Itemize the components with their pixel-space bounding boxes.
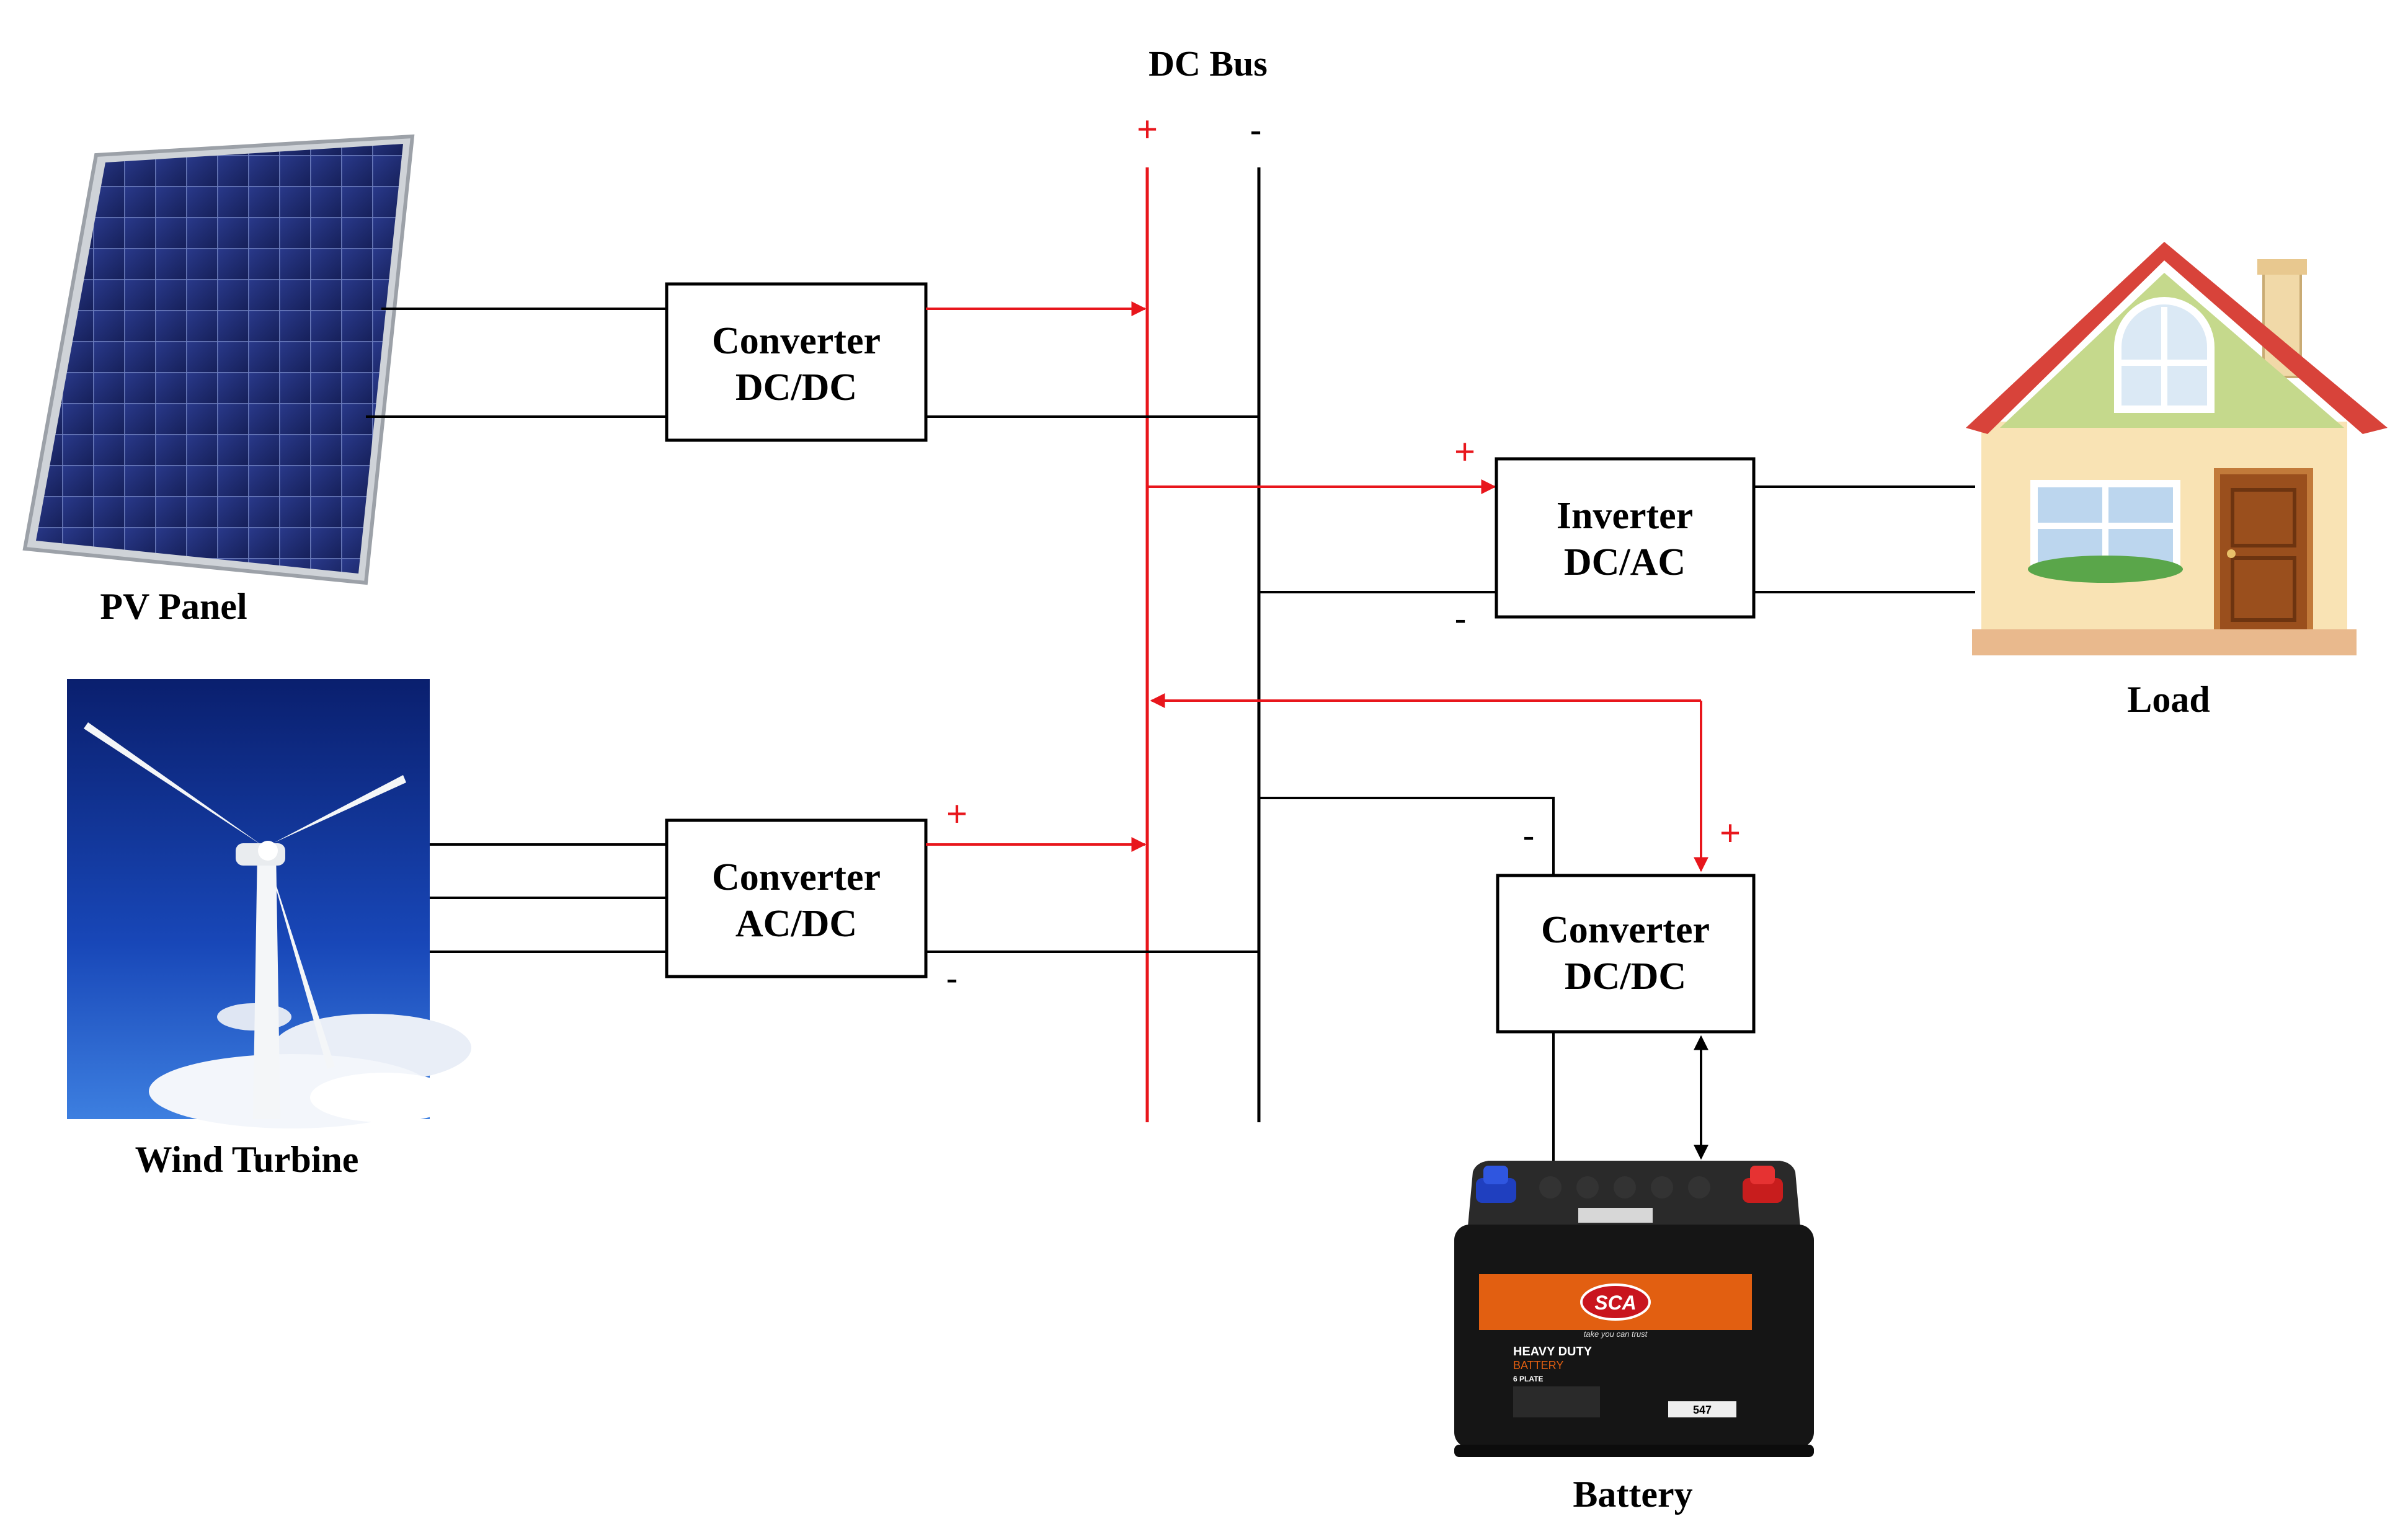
pv-converter-line1: Converter [712, 320, 881, 362]
wind-turbine-icon [67, 679, 471, 1128]
pv-converter-box [665, 282, 928, 442]
battery-converter-negative-wire [1259, 797, 1555, 875]
wind-minus-mark: - [946, 959, 957, 999]
inverter-line2: DC/AC [1564, 541, 1686, 583]
wind-converter-line2: AC/DC [735, 903, 857, 945]
pv-panel-label: PV Panel [100, 586, 247, 627]
solar-panel-icon [22, 134, 415, 585]
house-icon [1966, 242, 2388, 655]
inverter-minus-mark: - [1454, 599, 1466, 639]
battery-tagline: take you can trust [1584, 1329, 1648, 1339]
bus-minus-mark: - [1250, 110, 1261, 151]
battery-icon: SCA take you can trust HEAVY DUTY BATTER… [1454, 1161, 1814, 1457]
battery-type-line1: HEAVY DUTY [1513, 1345, 1593, 1358]
battery-type-line2: BATTERY [1513, 1359, 1563, 1372]
bus-plus-mark: + [1137, 109, 1158, 149]
battery-converter-line2: DC/DC [1565, 955, 1686, 998]
wind-turbine-label: Wind Turbine [135, 1139, 359, 1180]
battery-label: Battery [1573, 1474, 1692, 1515]
inverter-plus-mark: + [1454, 432, 1475, 472]
battery-plus-mark: + [1720, 813, 1741, 853]
battery-converter-line1: Converter [1541, 909, 1710, 951]
pv-converter-line2: DC/DC [735, 366, 857, 409]
inverter-line1: Inverter [1557, 495, 1693, 537]
battery-minus-mark: - [1522, 816, 1534, 856]
battery-model: 547 [1693, 1404, 1712, 1416]
battery-converter-box [1496, 874, 1756, 1034]
battery-brand: SCA [1594, 1292, 1637, 1314]
wind-converter-line1: Converter [712, 856, 881, 898]
wind-converter-box [665, 818, 928, 978]
inverter-box [1495, 457, 1756, 619]
dc-bus-title: DC Bus [1148, 43, 1268, 84]
battery-plate: 6 PLATE [1513, 1375, 1543, 1383]
load-label: Load [2127, 679, 2210, 720]
wind-plus-mark: + [946, 794, 967, 834]
